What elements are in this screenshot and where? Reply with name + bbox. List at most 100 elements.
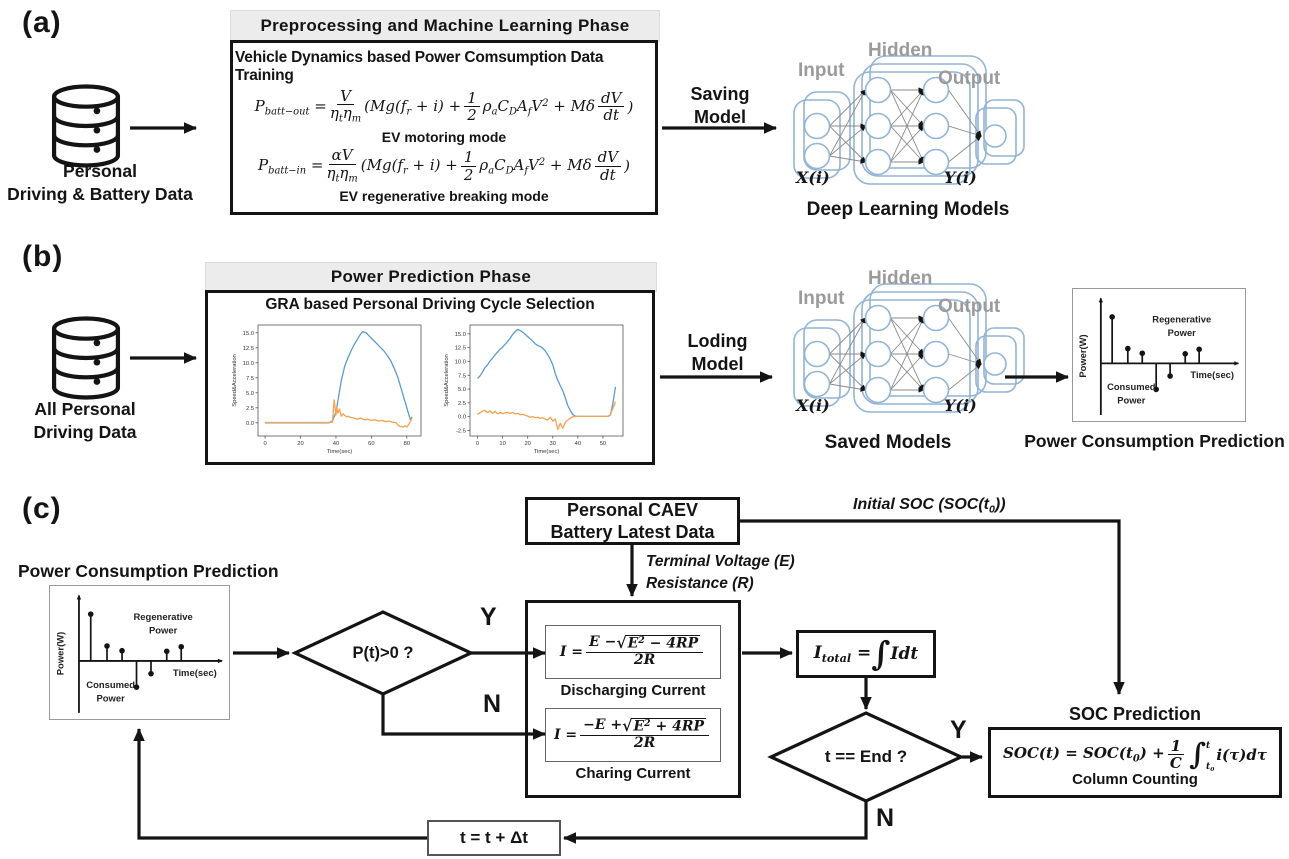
nn-y-label: Y(i) bbox=[944, 396, 977, 415]
svg-text:7.5: 7.5 bbox=[458, 373, 466, 379]
svg-text:Power: Power bbox=[1117, 396, 1145, 406]
nn-x-label: X(i) bbox=[796, 396, 830, 415]
svg-text:10: 10 bbox=[499, 441, 505, 447]
nn-y-label: Y(i) bbox=[944, 168, 977, 187]
database-caption: All Personal Driving Data bbox=[5, 398, 165, 444]
svg-text:0.0: 0.0 bbox=[458, 415, 466, 421]
phase-header-power-prediction: Power Prediction Phase bbox=[205, 262, 657, 292]
itotal-box: Itotal = ∫ Idt bbox=[796, 630, 936, 678]
ev-regenerative-mode-label: EV regenerative breaking mode bbox=[339, 188, 549, 204]
nn-output-label: Output bbox=[938, 68, 1001, 89]
svg-text:Power(W): Power(W) bbox=[56, 632, 67, 676]
svg-text:Time(sec): Time(sec) bbox=[327, 449, 353, 455]
svg-text:12.5: 12.5 bbox=[243, 346, 254, 352]
itotal-equation: Itotal = ∫ Idt bbox=[813, 633, 919, 673]
power-consumption-title: Power Consumption Prediction bbox=[18, 561, 279, 581]
vehicle-dynamics-title: Vehicle Dynamics based Power Comsumption… bbox=[235, 49, 604, 84]
database-caption-line1: All Personal bbox=[34, 399, 136, 419]
initial-soc-label: Initial SOC (SOC(t0)) bbox=[853, 496, 1006, 516]
nn-input-label: Input bbox=[798, 60, 845, 81]
database-icon bbox=[51, 316, 121, 400]
svg-text:50: 50 bbox=[600, 441, 606, 447]
power-consumption-stem-chart: Power(W)Time(sec)RegenerativePowerConsum… bbox=[49, 585, 230, 720]
svg-text:20: 20 bbox=[524, 441, 530, 447]
svg-text:Time(sec): Time(sec) bbox=[534, 449, 560, 455]
svg-text:2.5: 2.5 bbox=[458, 401, 466, 407]
database-icon bbox=[51, 84, 121, 168]
vehicle-dynamics-box: Vehicle Dynamics based Power Comsumption… bbox=[230, 40, 658, 215]
svg-text:Power: Power bbox=[96, 693, 125, 704]
deep-learning-models-caption: Deep Learning Models bbox=[806, 199, 1010, 220]
discharging-current-equation: I = E − √E2 − 4RP 2R bbox=[560, 633, 706, 668]
nn-hidden-label: Hidden bbox=[868, 40, 933, 61]
soc-prediction-title: SOC Prediction bbox=[1068, 704, 1202, 724]
integral-sign: ∫ bbox=[1189, 737, 1207, 772]
column-counting-caption: Column Counting bbox=[1072, 770, 1198, 788]
svg-text:5.0: 5.0 bbox=[246, 391, 254, 397]
svg-text:Speed&Acceleration: Speed&Acceleration bbox=[444, 354, 450, 407]
battery-params-label: Terminal Voltage (E) Resistance (R) bbox=[646, 551, 795, 596]
nn-output-label: Output bbox=[938, 296, 1001, 317]
current-equations-box: I = E − √E2 − 4RP 2R Discharging Current… bbox=[525, 600, 741, 798]
decision-power-positive: P(t)>0 ? bbox=[352, 643, 414, 662]
svg-text:Consumed: Consumed bbox=[1107, 382, 1156, 392]
svg-text:Regenerative: Regenerative bbox=[133, 612, 192, 623]
svg-text:Regenerative: Regenerative bbox=[1152, 315, 1211, 325]
svg-text:60: 60 bbox=[368, 441, 374, 447]
svg-text:15.0: 15.0 bbox=[243, 331, 254, 337]
charging-current-caption: Charing Current bbox=[575, 765, 691, 782]
discharging-current-eq-box: I = E − √E2 − 4RP 2R bbox=[545, 625, 721, 679]
yes-branch-label: Y bbox=[480, 603, 497, 631]
svg-text:2.5: 2.5 bbox=[246, 406, 254, 412]
svg-text:10.0: 10.0 bbox=[455, 359, 466, 365]
resistance-label: Resistance (R) bbox=[646, 575, 754, 593]
saving-model-label: Saving Model bbox=[690, 84, 750, 127]
loding-model-label: Loding Model bbox=[687, 331, 748, 374]
charging-current-eq-box: I = −E + √E2 + 4RP 2R bbox=[545, 708, 721, 762]
svg-text:0: 0 bbox=[263, 441, 266, 447]
nn-input-label: Input bbox=[798, 288, 845, 309]
database-caption-line1: Personal bbox=[63, 161, 137, 181]
gra-selection-title: GRA based Personal Driving Cycle Selecti… bbox=[265, 296, 595, 313]
sqrt-radical: √E2 − 4RP bbox=[616, 633, 701, 653]
no-branch-label: N bbox=[483, 690, 502, 718]
database-caption-line2: Driving Data bbox=[33, 421, 137, 442]
svg-text:Power: Power bbox=[1168, 328, 1196, 338]
panel-a-label: (a) bbox=[22, 6, 62, 39]
svg-text:0: 0 bbox=[476, 441, 479, 447]
sqrt-radical: √E2 + 4RP bbox=[622, 716, 706, 736]
ev-motoring-mode-label: EV motoring mode bbox=[381, 128, 507, 145]
integral-sign: ∫ bbox=[871, 633, 891, 673]
panel-c-label: (c) bbox=[22, 492, 62, 525]
terminal-voltage-label: Terminal Voltage (E) bbox=[646, 553, 795, 570]
nn-x-label: X(i) bbox=[796, 168, 830, 187]
svg-text:7.5: 7.5 bbox=[246, 376, 254, 382]
caev-box-line1: Personal CAEV bbox=[566, 499, 699, 520]
svg-text:0.0: 0.0 bbox=[246, 421, 254, 427]
svg-text:Time(sec): Time(sec) bbox=[173, 668, 217, 679]
power-consumption-stem-chart: Power(W)Time(sec)RegenerativePowerConsum… bbox=[1072, 288, 1246, 422]
svg-text:40: 40 bbox=[575, 441, 581, 447]
saved-models-caption: Saved Models bbox=[824, 432, 952, 453]
neural-network-diagram bbox=[793, 283, 1025, 413]
svg-text:15.0: 15.0 bbox=[455, 332, 466, 338]
svg-text:12.5: 12.5 bbox=[455, 346, 466, 352]
caev-battery-data-box: Personal CAEV Battery Latest Data bbox=[525, 497, 740, 545]
svg-text:Time(sec): Time(sec) bbox=[1190, 370, 1234, 380]
decision-time-end: t == End ? bbox=[824, 747, 908, 766]
yes-branch-label: Y bbox=[950, 716, 967, 744]
charging-current-equation: I = −E + √E2 + 4RP 2R bbox=[554, 716, 712, 751]
database-caption-line2: Driving & Battery Data bbox=[7, 183, 193, 204]
svg-text:5.0: 5.0 bbox=[458, 387, 466, 393]
nn-hidden-label: Hidden bbox=[868, 268, 933, 289]
discharging-current-caption: Discharging Current bbox=[560, 682, 706, 699]
power-consumption-caption: Power Consumption Prediction bbox=[1024, 431, 1285, 451]
svg-text:Power: Power bbox=[149, 625, 178, 636]
svg-text:Speed&Acceleration: Speed&Acceleration bbox=[232, 354, 238, 407]
svg-text:-2.5: -2.5 bbox=[456, 428, 466, 434]
